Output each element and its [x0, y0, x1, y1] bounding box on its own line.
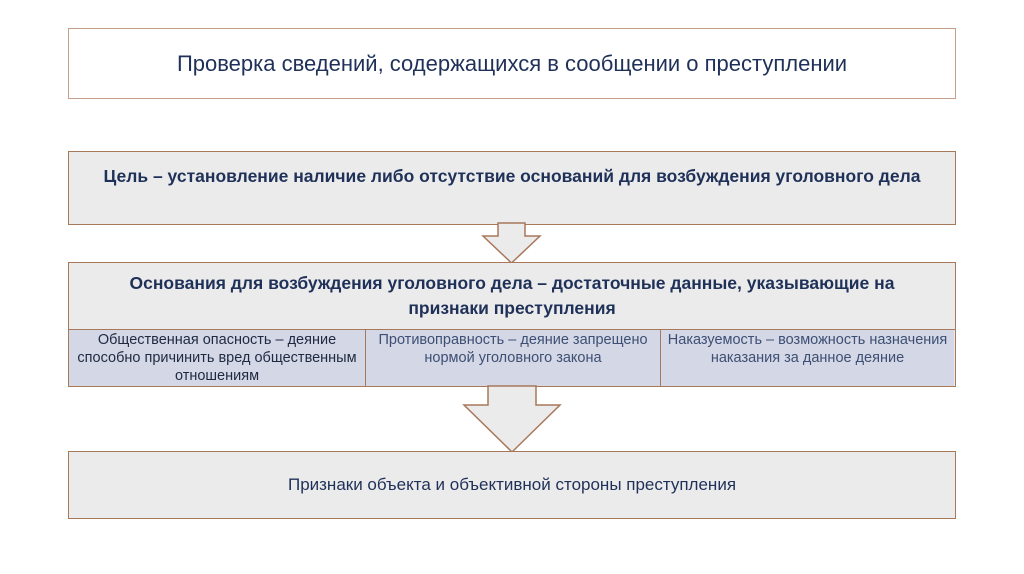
diagram-title-box: Проверка сведений, содержащихся в сообще…: [68, 28, 956, 99]
cell-unlawfulness: Противоправность – деяние запрещено норм…: [365, 330, 660, 386]
result-text: Признаки объекта и объективной стороны п…: [287, 475, 737, 494]
diagram-title: Проверка сведений, содержащихся в сообще…: [176, 50, 848, 76]
grounds-box: Основания для возбуждения уголовного дел…: [68, 262, 956, 387]
cell-public-danger: Общественная опасность – деяние способно…: [69, 330, 365, 386]
grounds-title: Основания для возбуждения уголовного дел…: [129, 273, 895, 318]
result-box: Признаки объекта и объективной стороны п…: [68, 451, 956, 519]
grounds-cells: Общественная опасность – деяние способно…: [69, 329, 955, 386]
cell-punishability: Наказуемость – возможность назначения на…: [660, 330, 954, 386]
goal-text: Цель – установление наличие либо отсутст…: [103, 166, 921, 186]
